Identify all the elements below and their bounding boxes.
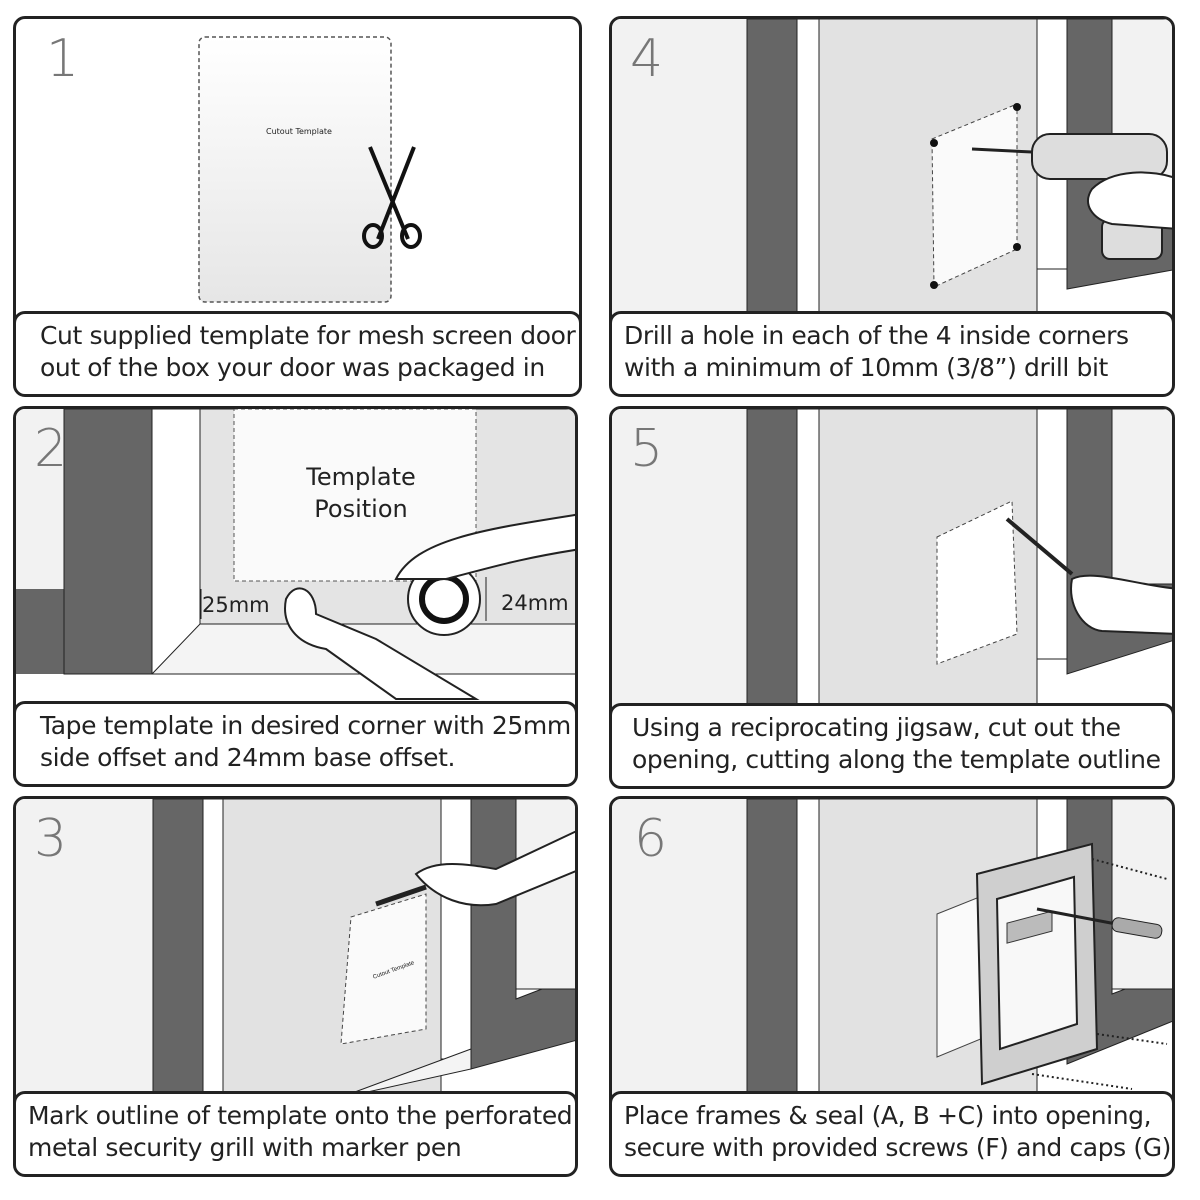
step-number: 2	[34, 419, 68, 479]
step-5-panel: 5 Using a reciprocating jigsaw, cut out …	[609, 406, 1175, 789]
step-number: 5	[630, 419, 664, 479]
step-4-panel: 4 Drill a hole in each of the 4 inside c…	[609, 16, 1175, 397]
caption-line: Cut supplied template for mesh screen do…	[40, 321, 576, 350]
caption-line: side offset and 24mm base offset.	[40, 743, 456, 772]
screws-icon	[1031, 858, 1168, 1090]
hand-icon	[414, 830, 575, 907]
pet-door-flap	[995, 875, 1079, 1051]
caption-line: Mark outline of template onto the perfor…	[28, 1101, 573, 1130]
install-frames-illustration	[612, 799, 1172, 1099]
cutout-opening	[936, 500, 1018, 665]
cutout-template	[198, 36, 392, 303]
caption-line: with a minimum of 10mm (3/8”) drill bit	[624, 353, 1108, 382]
step-1-panel: 1 Cutout Template Cut supplied template …	[13, 16, 582, 397]
drill-holes-illustration	[612, 19, 1172, 319]
mark-outline-illustration: Cutout Template	[16, 799, 575, 1099]
step-number: 4	[630, 29, 664, 89]
base-offset-label: 24mm	[501, 591, 569, 615]
caption-line: Place frames & seal (A, B +C) into openi…	[624, 1101, 1152, 1130]
side-offset-label: 25mm	[202, 593, 270, 617]
step-caption: Cut supplied template for mesh screen do…	[16, 311, 579, 394]
caption-line: opening, cutting along the template outl…	[632, 745, 1161, 774]
caption-line: out of the box your door was packaged in	[40, 353, 545, 382]
caption-line: metal security grill with marker pen	[28, 1133, 462, 1162]
template-label: Cutout Template	[266, 127, 332, 136]
scissors-icon	[362, 146, 422, 249]
jigsaw-cut-illustration	[612, 409, 1172, 709]
step-caption: Drill a hole in each of the 4 inside cor…	[612, 311, 1172, 394]
step-6-panel: 6 Place frames & seal (A, B +C) into ope…	[609, 796, 1175, 1177]
step-caption: Place frames & seal (A, B +C) into openi…	[612, 1091, 1172, 1174]
drill-hole-markers	[930, 103, 1021, 289]
caption-line: secure with provided screws (F) and caps…	[624, 1133, 1172, 1162]
marker-pen-icon	[375, 884, 427, 907]
label-line: Position	[314, 495, 408, 523]
jigsaw-icon	[1005, 517, 1074, 576]
hand-icon	[1070, 574, 1172, 635]
caption-line: Drill a hole in each of the 4 inside cor…	[624, 321, 1129, 350]
cut-template-illustration	[198, 36, 422, 303]
caption-line: Tape template in desired corner with 25m…	[40, 711, 571, 740]
cutout-template	[340, 893, 427, 1045]
hand-icon	[284, 587, 480, 700]
hand-icon	[394, 513, 575, 580]
caption-line: Using a reciprocating jigsaw, cut out th…	[632, 713, 1121, 742]
step-3-panel: Cutout Template 3 Mark outline of templa…	[13, 796, 578, 1177]
step-number: 1	[46, 29, 80, 89]
tape-template-illustration	[16, 409, 575, 700]
step-caption: Tape template in desired corner with 25m…	[16, 701, 575, 784]
step-caption: Mark outline of template onto the perfor…	[16, 1091, 575, 1174]
tape-roll-icon	[407, 562, 481, 636]
hand-icon	[1087, 171, 1172, 230]
step-caption: Using a reciprocating jigsaw, cut out th…	[612, 703, 1172, 786]
step-number: 3	[34, 809, 68, 869]
template-position-label: Template Position	[296, 461, 426, 525]
label-line: Template	[306, 463, 416, 491]
step-number: 6	[634, 809, 668, 869]
step-2-panel: 2 Template Position 25mm 24mm Tape templ…	[13, 406, 578, 787]
